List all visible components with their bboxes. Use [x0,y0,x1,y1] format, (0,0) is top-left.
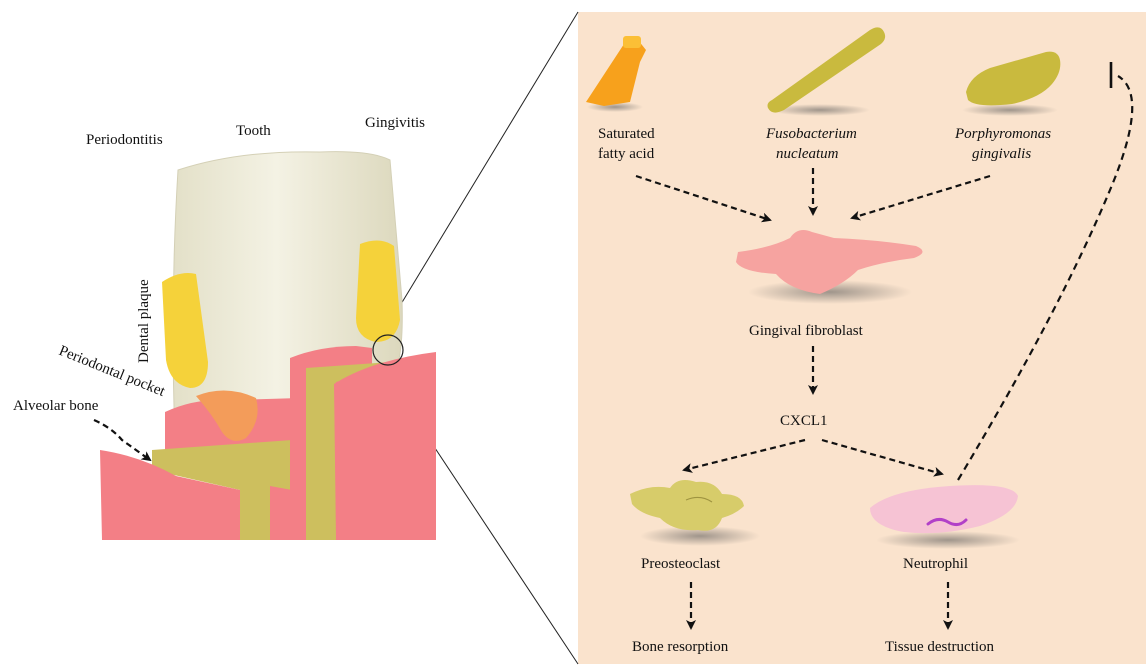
porphyromonas-label-2: gingivalis [972,146,1031,162]
dental-plaque-label: Dental plaque [136,279,152,363]
right-gum-front [334,352,436,540]
alveolar-bone-label: Alveolar bone [13,398,99,414]
left-gum-right-edge [270,486,292,540]
saturated-fatty-acid-label-1: Saturated [598,126,655,142]
neutrophil-label: Neutrophil [903,556,968,572]
bone-resorption-label: Bone resorption [632,639,729,655]
zoom-line-top [378,12,578,342]
gingivitis-label: Gingivitis [365,115,425,131]
cxcl1-label: CXCL1 [780,413,828,429]
saturated-fatty-acid-label-2: fatty acid [598,146,655,162]
fusobacterium-label-1: Fusobacterium [765,126,857,142]
tooth-label: Tooth [236,123,271,139]
porphyromonas-label-1: Porphyromonas [954,126,1051,142]
fibroblast-label: Gingival fibroblast [749,323,864,339]
tissue-destruction-label: Tissue destruction [885,639,995,655]
preosteoclast-label: Preosteoclast [641,556,721,572]
dental-plaque-right [356,240,400,342]
periodontitis-label: Periodontitis [86,132,163,148]
fusobacterium-label-2: nucleatum [776,146,839,162]
